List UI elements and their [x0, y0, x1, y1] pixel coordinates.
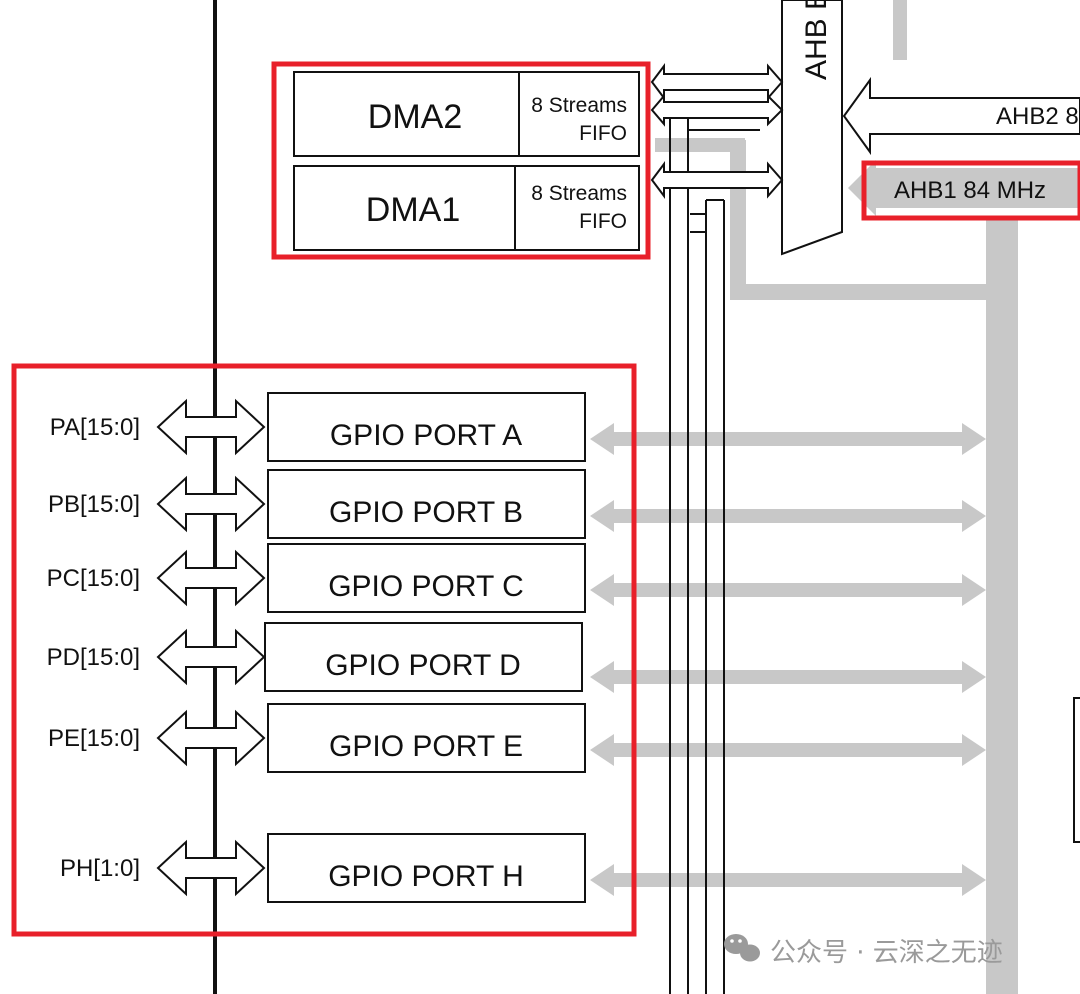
gpio-port-label: GPIO PORT C: [328, 570, 524, 603]
wechat-icon: [724, 934, 760, 962]
pin-label: PD[15:0]: [47, 644, 140, 671]
ahb1-highlight: [861, 160, 1080, 221]
dma1-streams: 8 Streams: [531, 182, 627, 205]
bus-horizontal-140: [655, 138, 745, 152]
pin-label: PA[15:0]: [50, 414, 140, 441]
gpio-bus-arrow: [590, 864, 986, 896]
gpio-row: PD[15:0] GPIO PORT D: [47, 622, 583, 692]
dma-matrix-arrows: [650, 63, 784, 199]
bus-horizontal-292: [730, 284, 986, 300]
gpio-port-label: GPIO PORT H: [328, 860, 524, 893]
gpio-port-label: GPIO PORT E: [329, 730, 523, 763]
gpio-row: PA[15:0] GPIO PORT A: [50, 392, 586, 462]
gpio-port-box: [267, 469, 586, 539]
gpio-bus-arrow: [590, 661, 986, 693]
gpio-row: PH[1:0] GPIO PORT H: [60, 833, 586, 903]
partial-block-edge: [1073, 697, 1080, 843]
ahb1-arrow: AHB1 84 MHz: [848, 160, 1080, 221]
watermark-text: 公众号 · 云深之无迹: [770, 938, 1003, 968]
gpio-port-label: GPIO PORT A: [330, 419, 522, 452]
dma2-streams: 8 Streams: [531, 94, 627, 117]
gpio-port-label: GPIO PORT B: [329, 496, 523, 529]
gpio-bus-arrows: [590, 423, 986, 896]
ahb2-arrow: AHB2 8: [842, 76, 1080, 156]
dma-bus-lines: [669, 117, 760, 994]
gpio-ports: PA[15:0] GPIO PORT A PB[15:0] GPIO PORT B PC…: [47, 392, 586, 903]
pin-bidirectional-arrow: [156, 709, 266, 767]
ahb-bus-matrix: [781, 0, 843, 256]
gpio-port-box: [267, 392, 586, 462]
ahb1-vertical-bus: [986, 220, 1018, 994]
dma2-name: DMA2: [368, 98, 462, 136]
dma1-name: DMA1: [366, 191, 460, 229]
pin-label: PC[15:0]: [47, 565, 140, 592]
gpio-port-box: [267, 833, 586, 903]
dma2-fifo: FIFO: [579, 122, 627, 145]
watermark: 公众号 · 云深之无迹: [724, 934, 1003, 968]
pin-bidirectional-arrow: [156, 475, 266, 533]
pin-label: PH[1:0]: [60, 855, 140, 882]
dma1-block: DMA1 8 Streams FIFO: [293, 165, 640, 251]
pin-bidirectional-arrow: [156, 839, 266, 897]
pin-bidirectional-arrow: [156, 628, 266, 686]
bus-top-vertical: [893, 0, 907, 60]
gpio-bus-arrow: [590, 423, 986, 455]
ahb-matrix-label: AHB B: [800, 0, 833, 80]
ahb2-label: AHB2 8: [996, 103, 1079, 130]
pin-bidirectional-arrow: [156, 549, 266, 607]
gray-bus-lines: [655, 0, 1018, 994]
pin-bidirectional-arrow: [156, 398, 266, 456]
gpio-port-label: GPIO PORT D: [325, 649, 521, 682]
dma2-block: DMA2 8 Streams FIFO: [293, 71, 640, 157]
pin-label: PB[15:0]: [48, 491, 140, 518]
gpio-bus-arrow: [590, 500, 986, 532]
gpio-bus-arrow: [590, 734, 986, 766]
gpio-row: PC[15:0] GPIO PORT C: [47, 543, 586, 613]
gpio-highlight: [11, 363, 637, 937]
gpio-port-box: [264, 622, 583, 692]
gpio-row: PE[15:0] GPIO PORT E: [48, 703, 586, 773]
gpio-bus-arrow: [590, 574, 986, 606]
dma-highlight: [271, 61, 651, 260]
ahb1-label: AHB1 84 MHz: [894, 177, 1046, 204]
dma1-fifo: FIFO: [579, 210, 627, 233]
gpio-port-box: [267, 543, 586, 613]
bus-vertical-738: [730, 140, 746, 300]
gpio-row: PB[15:0] GPIO PORT B: [48, 469, 586, 539]
pin-label: PE[15:0]: [48, 725, 140, 752]
gpio-port-box: [267, 703, 586, 773]
